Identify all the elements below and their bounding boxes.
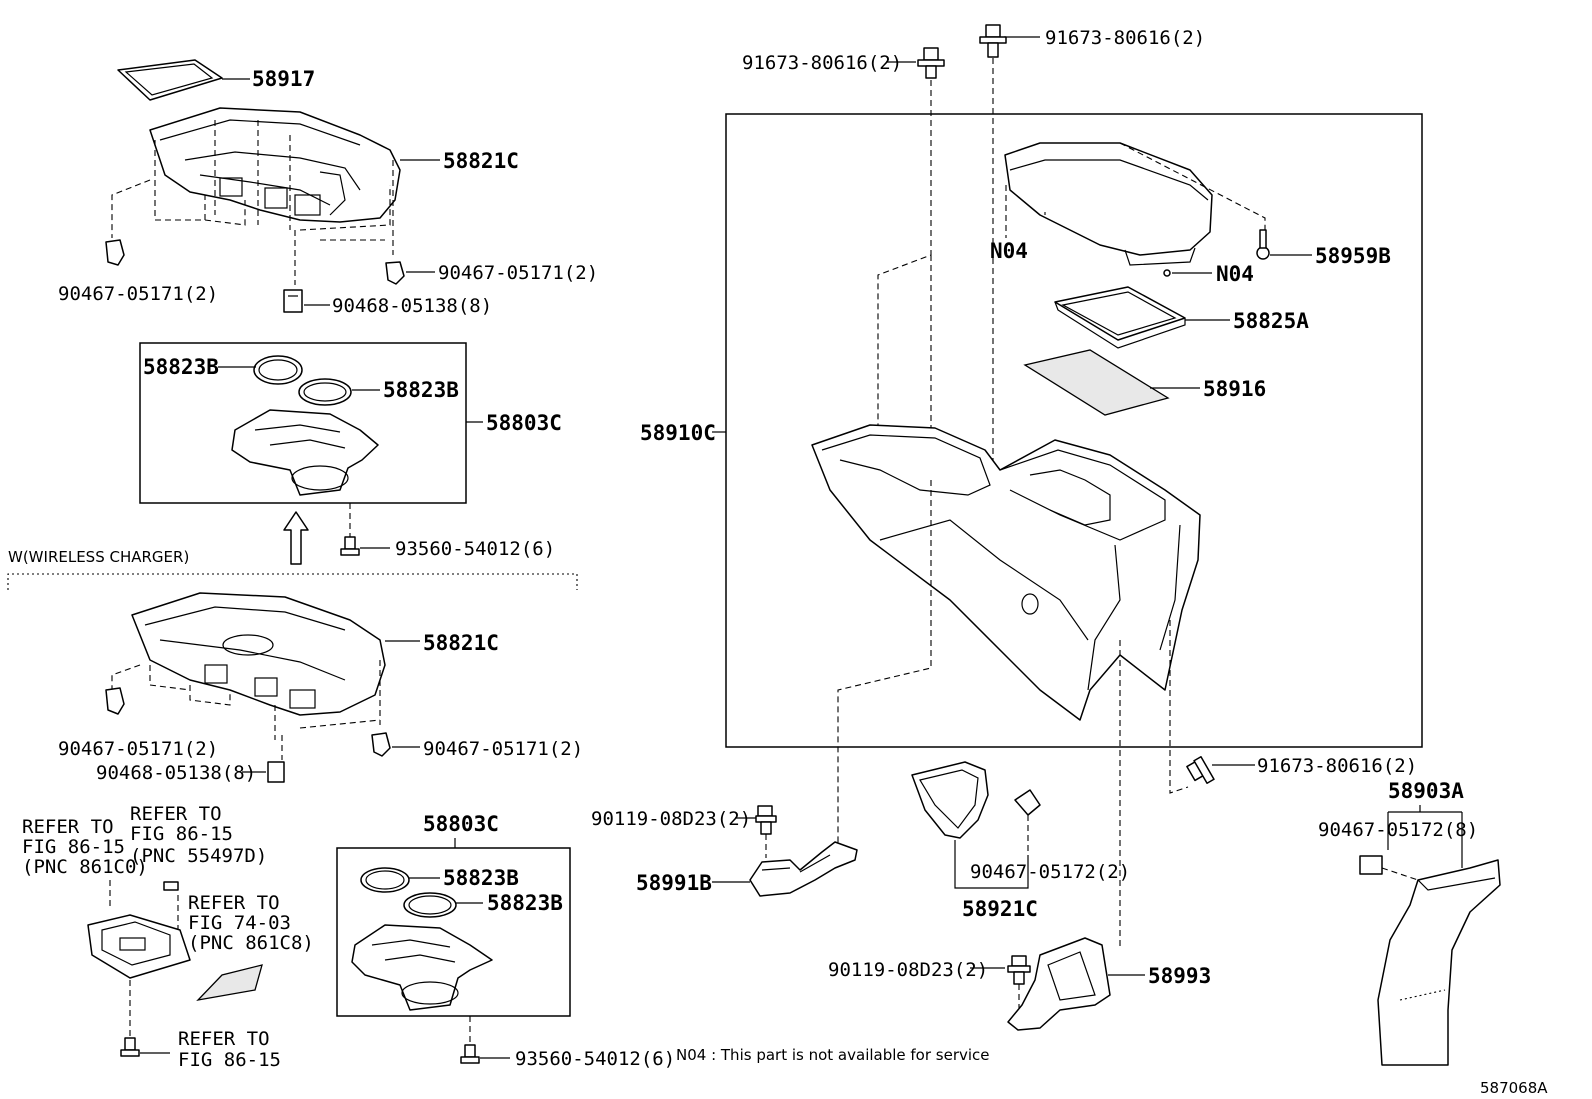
screw-icon: [460, 1044, 480, 1064]
clip-icon: [371, 732, 391, 757]
label-93560-54012-a: 93560-54012(6): [395, 538, 555, 560]
bolt-icon: [917, 47, 945, 79]
label-58823b-3: 58823B: [443, 866, 519, 890]
label-58803c-b: 58803C: [423, 812, 499, 836]
refer-c-line2: FIG 74-03: [188, 912, 291, 934]
label-58823b-1: 58823B: [143, 355, 219, 379]
armrest-lid: [1004, 142, 1213, 266]
label-58803c-a: 58803C: [486, 411, 562, 435]
bolt-icon: [1007, 955, 1031, 985]
refer-d-line1: REFER TO: [178, 1028, 270, 1050]
clip-icon: [267, 761, 285, 783]
figure-id: 587068A: [1480, 1079, 1548, 1097]
label-58910c: 58910C: [640, 421, 716, 445]
refer-a-line2: FIG 86-15: [22, 836, 125, 858]
assembly-box-58803c-b: [336, 847, 571, 1017]
assembly-box-58803c-a: [139, 342, 467, 504]
refer-b-line3: (PNC 55497D): [130, 845, 267, 867]
wireless-charger-heading: W(WIRELESS CHARGER): [8, 548, 189, 566]
refer-b-line1: REFER TO: [130, 803, 222, 825]
up-arrow-icon: [283, 511, 309, 565]
bolt-icon: [979, 24, 1007, 58]
connector-icon: [163, 881, 179, 891]
refer-c-line3: (PNC 861C8): [188, 932, 314, 954]
refer-b-line2: FIG 86-15: [130, 823, 233, 845]
console-body-58910c: [811, 424, 1201, 721]
label-91673-80616-a: 91673-80616(2): [742, 52, 902, 74]
clip-icon: [1359, 855, 1383, 875]
bracket-58921c: [954, 840, 1029, 889]
label-58917: 58917: [252, 67, 315, 91]
clip-icon: [283, 289, 303, 313]
bolt-icon: [755, 805, 777, 835]
panel-58921c: [911, 761, 989, 839]
tray-58825a: [1054, 286, 1186, 349]
label-90467-05171-d: 90467-05171(2): [423, 738, 583, 760]
console-upper-panel-58821c-top: [149, 107, 401, 223]
mat-58917: [117, 59, 223, 101]
screw-icon: [1256, 229, 1270, 260]
charger-sheet: [196, 964, 263, 1001]
label-91673-80616-c: 91673-80616(2): [1257, 755, 1417, 777]
label-91673-80616-b: 91673-80616(2): [1045, 27, 1205, 49]
label-58903a: 58903A: [1388, 779, 1464, 803]
refer-a-line3: (PNC 861C0): [22, 856, 148, 878]
clip-icon: [1014, 789, 1041, 816]
label-58825a: 58825A: [1233, 309, 1309, 333]
cup-holder-ring-58823b: [360, 867, 457, 918]
label-58821c-mid: 58821C: [423, 631, 499, 655]
bolt-icon: [1186, 755, 1215, 785]
note-n04: N04 : This part is not available for ser…: [676, 1046, 990, 1064]
screw-icon: [120, 1037, 140, 1057]
label-58823b-2: 58823B: [383, 378, 459, 402]
refer-d-line2: FIG 86-15: [178, 1049, 281, 1071]
label-90467-05171-b: 90467-05171(2): [438, 262, 598, 284]
label-n04-a: N04: [990, 239, 1028, 263]
side-panel-58903a: [1377, 859, 1501, 1066]
bracket-58903a: [1387, 805, 1463, 868]
mat-58916: [1023, 349, 1170, 416]
label-90468-05138-b: 90468-05138(8): [96, 762, 256, 784]
label-90119-08d23-a: 90119-08D23(2): [591, 808, 751, 830]
cup-holder-base-58803c: [351, 924, 493, 1011]
section-bracket: [7, 573, 578, 590]
screw-icon: [340, 536, 360, 556]
clip-icon: [105, 239, 125, 266]
label-90467-05172-a: 90467-05172(2): [970, 861, 1130, 883]
clip-icon: [105, 687, 125, 715]
bracket-58991b: [749, 841, 858, 897]
label-58991b: 58991B: [636, 871, 712, 895]
assembly-box-58910c: [725, 113, 1423, 748]
console-upper-panel-58821c-mid: [131, 592, 386, 716]
clip-icon: [385, 261, 405, 285]
pin-icon: [1163, 269, 1171, 277]
refer-a-line1: REFER TO: [22, 816, 114, 838]
refer-c-line1: REFER TO: [188, 892, 280, 914]
label-58916: 58916: [1203, 377, 1266, 401]
label-90467-05171-a: 90467-05171(2): [58, 283, 218, 305]
bracket-58993: [1007, 937, 1111, 1031]
cup-holder-base-58803c: [231, 409, 379, 496]
label-58993: 58993: [1148, 964, 1211, 988]
label-58823b-4: 58823B: [487, 891, 563, 915]
label-90467-05172-b: 90467-05172(8): [1318, 819, 1478, 841]
label-58821c-top: 58821C: [443, 149, 519, 173]
label-58959b: 58959B: [1315, 244, 1391, 268]
wireless-charger-module: [87, 914, 191, 979]
label-93560-54012-b: 93560-54012(6): [515, 1048, 675, 1070]
cup-holder-ring-58823b: [253, 355, 352, 406]
label-90467-05171-c: 90467-05171(2): [58, 738, 218, 760]
label-90119-08d23-b: 90119-08D23(2): [828, 959, 988, 981]
label-n04-b: N04: [1216, 262, 1254, 286]
label-90468-05138-a: 90468-05138(8): [332, 295, 492, 317]
label-58921c: 58921C: [962, 897, 1038, 921]
